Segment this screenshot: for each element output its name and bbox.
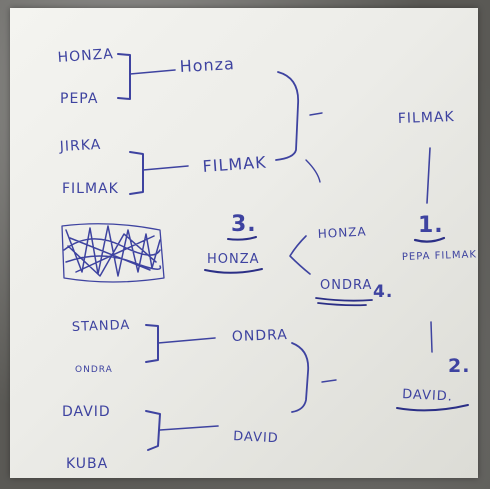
second-place-number: 2. xyxy=(448,355,470,377)
second-place-name: DAVID. xyxy=(402,387,453,405)
match1-connector xyxy=(129,69,176,75)
semifinal-top-bracket xyxy=(275,71,300,161)
third-place-number: 3. xyxy=(231,212,257,237)
third-place-player-b: ONDRA xyxy=(320,278,372,293)
semifinal-top-connector xyxy=(309,112,323,116)
fourth-place-underline xyxy=(315,297,373,307)
match4-player-a: DAVID xyxy=(62,404,111,420)
match2-connector xyxy=(142,165,189,171)
match4-bracket-line xyxy=(145,410,161,451)
match1-player-a: HONZA xyxy=(57,46,114,66)
final-label: FILMAK xyxy=(398,109,455,127)
second-place-connector xyxy=(430,321,433,353)
third-place-bracket xyxy=(289,235,311,275)
second-place-underline xyxy=(396,404,469,412)
final-connector-line xyxy=(426,147,431,204)
match3-bracket-line xyxy=(145,324,159,363)
match1-player-b: PEPA xyxy=(60,91,98,107)
match2-player-a: JIRKA xyxy=(58,137,101,155)
match4-player-b: KUBA xyxy=(66,456,108,472)
match4-winner: DAVID xyxy=(233,429,279,446)
match3-winner: ONDRA xyxy=(232,327,289,345)
match2-player-b: FILMAK xyxy=(62,181,119,197)
semifinal-top-tail xyxy=(305,159,321,183)
third-place-player-a: HONZA xyxy=(317,224,367,241)
match3-connector xyxy=(157,337,216,344)
match1-bracket-line xyxy=(117,53,131,100)
match1-winner: Honza xyxy=(179,54,235,76)
match3-player-b: ONDRA xyxy=(75,365,113,375)
final-players: PEPA FILMAK xyxy=(402,249,477,263)
match4-connector xyxy=(159,425,219,431)
final-place-number: 1. xyxy=(418,213,444,238)
fourth-place-number: 4. xyxy=(373,282,393,302)
final-underline xyxy=(413,236,446,243)
match2-bracket-line xyxy=(129,151,144,195)
third-place-winner-underline xyxy=(204,268,263,274)
semifinal-bottom-connector xyxy=(321,379,337,383)
third-place-underline xyxy=(227,236,257,241)
scribble-icon xyxy=(61,223,165,283)
semifinal-bottom-bracket xyxy=(291,342,310,413)
third-place-winner: HONZA xyxy=(207,252,260,267)
match3-player-a: STANDA xyxy=(72,318,131,335)
match2-winner: FILMAK xyxy=(202,153,267,176)
